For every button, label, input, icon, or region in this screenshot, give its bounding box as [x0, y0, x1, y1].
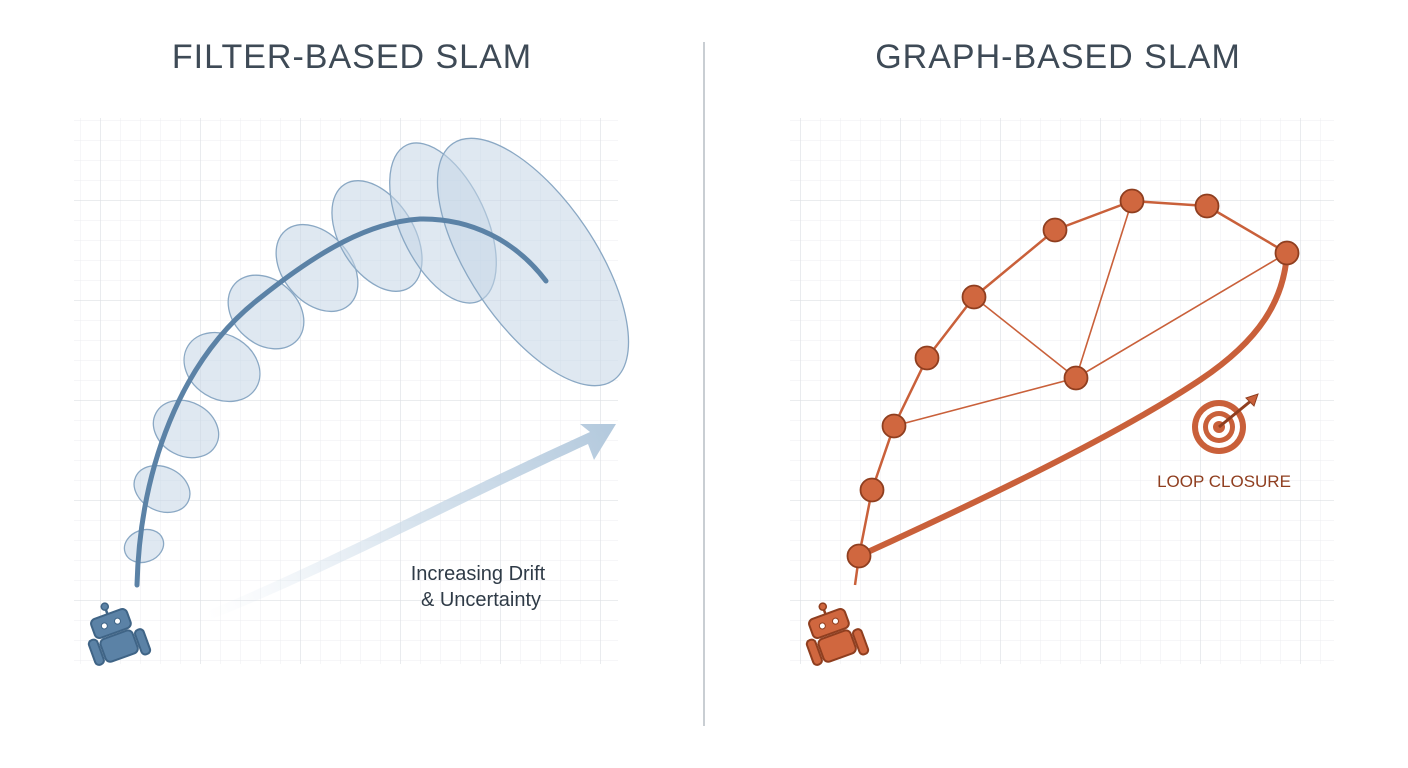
pose-node [961, 284, 987, 310]
constraint-edge [1075, 200, 1133, 379]
drift-label-line1: Increasing Drift [411, 563, 546, 585]
constraint-edges [893, 200, 1288, 427]
pose-node [846, 543, 872, 569]
uncertainty-ellipse [436, 137, 630, 387]
panel-divider [703, 42, 705, 726]
robot-icon [87, 602, 152, 666]
pose-node [1274, 240, 1300, 266]
graph-grid [790, 118, 1334, 664]
target-icon [1192, 393, 1259, 454]
pose-node [1194, 193, 1220, 219]
pose-node [914, 345, 940, 371]
pose-chain [853, 199, 1288, 586]
constraint-edge [973, 296, 1077, 379]
pose-node [881, 413, 907, 439]
pose-node [1119, 188, 1145, 214]
robot-icon [805, 602, 870, 666]
uncertainty-ellipse [123, 528, 165, 564]
drift-label-line2: & Uncertainty [421, 589, 541, 611]
constraint-edge [1075, 252, 1288, 379]
uncertainty-ellipse [183, 331, 261, 403]
pose-node [859, 477, 885, 503]
loop-closure-label: LOOP CLOSURE [1157, 472, 1291, 491]
uncertainty-ellipse [227, 274, 305, 350]
estimated-trajectory [134, 216, 549, 588]
graph-panel-title: GRAPH-BASED SLAM [875, 38, 1241, 76]
uncertainty-ellipse [152, 399, 220, 459]
pose-node [1063, 365, 1089, 391]
filter-panel-title: FILTER-BASED SLAM [171, 38, 533, 76]
drift-arrow [205, 424, 616, 620]
constraint-edge [893, 377, 1077, 427]
loop-closure-edge [856, 250, 1290, 559]
pose-node [1042, 217, 1068, 243]
pose-nodes [846, 188, 1300, 569]
